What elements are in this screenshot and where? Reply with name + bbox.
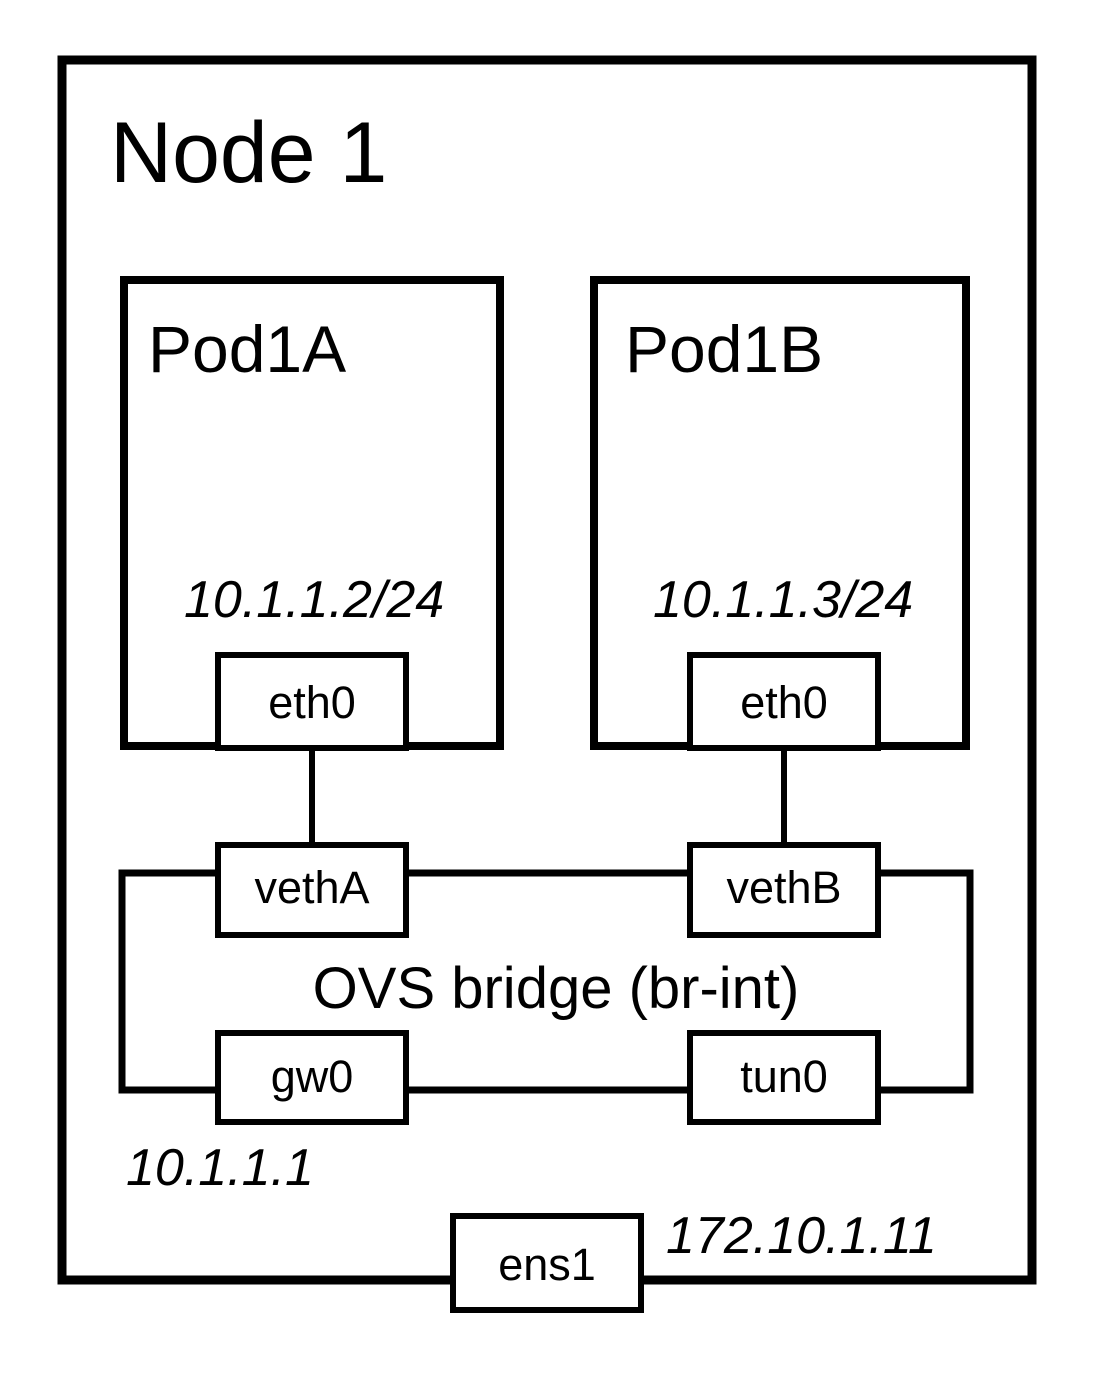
iface-label-gw0: gw0 xyxy=(271,1051,354,1102)
iface-box-tun0 xyxy=(687,1030,881,1125)
iface-box-pod1b-eth0 xyxy=(687,652,881,751)
ovs-bridge-label: OVS bridge (br-int) xyxy=(313,956,800,1021)
bridge-gateway-ip: 10.1.1.1 xyxy=(126,1139,314,1197)
iface-label-vetha: vethA xyxy=(254,862,369,913)
pod-title-pod1a: Pod1A xyxy=(148,312,346,386)
iface-label-vethb: vethB xyxy=(726,862,841,913)
node-title: Node 1 xyxy=(110,105,387,201)
pod-frame-pod1b xyxy=(590,276,970,750)
iface-box-ens1 xyxy=(450,1213,644,1313)
iface-label-ens1: ens1 xyxy=(498,1239,596,1290)
iface-label-pod1b-eth0: eth0 xyxy=(740,677,828,728)
ovs-bridge-outline xyxy=(118,869,974,1094)
iface-box-vethb xyxy=(687,842,881,938)
pod-ip-pod1b: 10.1.1.3/24 xyxy=(653,571,913,629)
pod-title-pod1b: Pod1B xyxy=(625,312,823,386)
iface-label-tun0: tun0 xyxy=(740,1051,828,1102)
iface-box-pod1a-eth0 xyxy=(215,652,409,751)
pod-ip-pod1a: 10.1.1.2/24 xyxy=(184,571,444,629)
uplink-ip: 172.10.1.11 xyxy=(666,1207,937,1265)
iface-label-pod1a-eth0: eth0 xyxy=(268,677,356,728)
iface-box-vetha xyxy=(215,842,409,938)
iface-box-gw0 xyxy=(215,1030,409,1125)
